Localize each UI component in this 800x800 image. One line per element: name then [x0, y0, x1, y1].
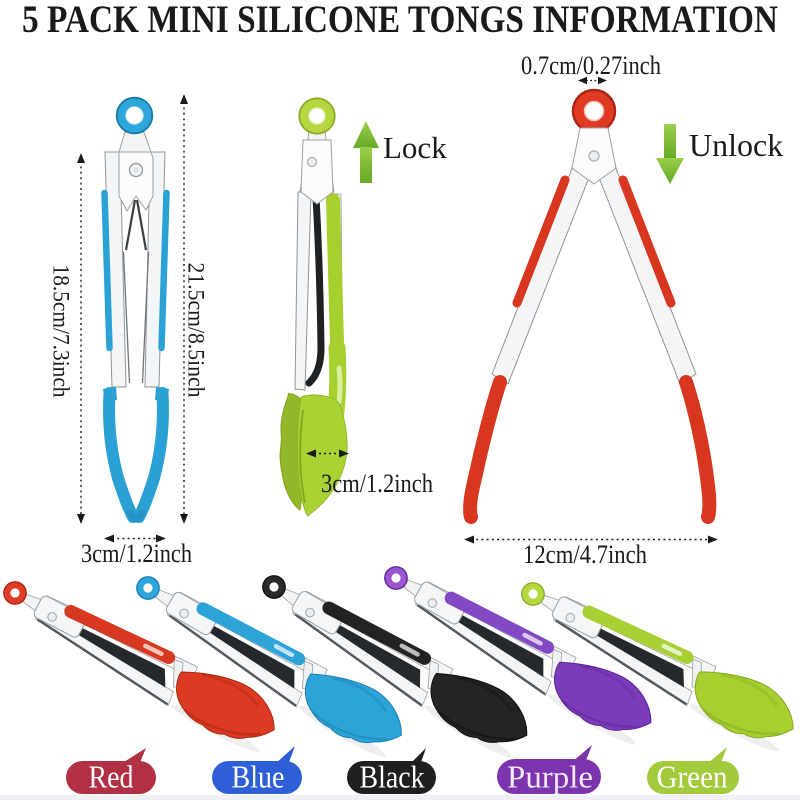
- svg-text:5 PACK MINI SILICONE TONGS INF: 5 PACK MINI SILICONE TONGS INFORMATION: [22, 0, 778, 41]
- svg-text:3cm/1.2inch: 3cm/1.2inch: [81, 539, 192, 568]
- svg-text:12cm/4.7inch: 12cm/4.7inch: [523, 540, 647, 569]
- svg-text:Unlock: Unlock: [689, 127, 783, 163]
- svg-text:Lock: Lock: [383, 130, 447, 165]
- svg-text:Black: Black: [360, 759, 425, 795]
- svg-text:Purple: Purple: [507, 759, 593, 795]
- svg-text:Blue: Blue: [232, 759, 285, 795]
- svg-text:21.5cm/8.5inch: 21.5cm/8.5inch: [184, 263, 209, 398]
- svg-text:3cm/1.2inch: 3cm/1.2inch: [321, 469, 433, 498]
- svg-text:0.7cm/0.27inch: 0.7cm/0.27inch: [521, 51, 661, 80]
- svg-text:Green: Green: [657, 759, 728, 795]
- svg-text:18.5cm/7.3inch: 18.5cm/7.3inch: [49, 265, 74, 398]
- svg-text:Red: Red: [89, 759, 134, 795]
